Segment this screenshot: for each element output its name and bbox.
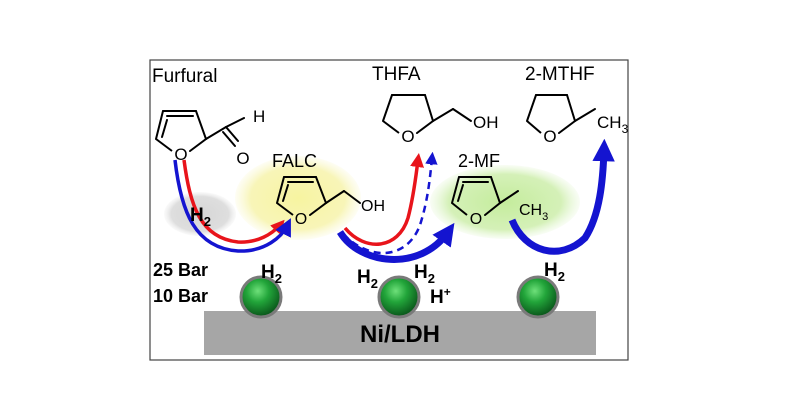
h2-mid-a-label: H2 (357, 267, 378, 291)
mf-label: 2-MF (458, 151, 500, 171)
blue-dashed-arrow-falc-to-thfa (342, 151, 438, 255)
mthf-methyl: CH3 (597, 113, 629, 136)
h2-particle1-label: H2 (261, 262, 282, 286)
falc-structure (276, 176, 361, 216)
mthf-structure (526, 94, 596, 134)
falc-label: FALC (272, 151, 317, 171)
furfural-label: Furfural (152, 66, 217, 87)
mthf-label: 2-MTHF (525, 64, 595, 85)
mf-glow (430, 165, 580, 239)
furfural-carbonyl-oxygen: O (236, 149, 249, 168)
ni-particle (516, 275, 560, 319)
condition-25-bar: 25 Bar (153, 260, 208, 280)
blue-arrow-furfural-to-falc (173, 159, 291, 253)
support-label: Ni/LDH (360, 321, 440, 348)
thfa-ring-oxygen: O (401, 127, 414, 146)
mthf-ring-oxygen: O (543, 127, 556, 146)
furfural-structure (155, 110, 245, 152)
figure-frame (149, 59, 629, 361)
furfural-ring-oxygen: O (174, 145, 187, 164)
thfa-label: THFA (372, 64, 421, 85)
blue-arrow-mf-to-mthf (508, 138, 615, 255)
falc-hydroxyl: OH (361, 198, 385, 215)
furfural-aldehyde-h: H (253, 107, 265, 126)
h2-particle3-label: H2 (544, 260, 565, 284)
red-arrow-furfural-to-falc (182, 159, 285, 244)
mf-ring-oxygen: O (470, 211, 482, 228)
ni-particle (377, 275, 421, 319)
h2-mid-b-label: H2 (414, 262, 435, 286)
thfa-structure (382, 94, 472, 134)
red-arrow-falc-to-thfa (343, 153, 425, 246)
falc-glow (235, 156, 361, 240)
h-plus-label: H+ (430, 285, 451, 308)
mf-methyl: CH3 (519, 202, 548, 223)
falc-ring-oxygen: O (295, 211, 307, 228)
ni-particle (239, 275, 283, 319)
condition-10-bar: 10 Bar (153, 286, 208, 306)
mf-structure (451, 176, 519, 216)
thfa-hydroxyl: OH (473, 113, 499, 132)
blue-arrow-falc-to-mf (337, 222, 455, 263)
h2-left-label: H2 (190, 205, 211, 229)
